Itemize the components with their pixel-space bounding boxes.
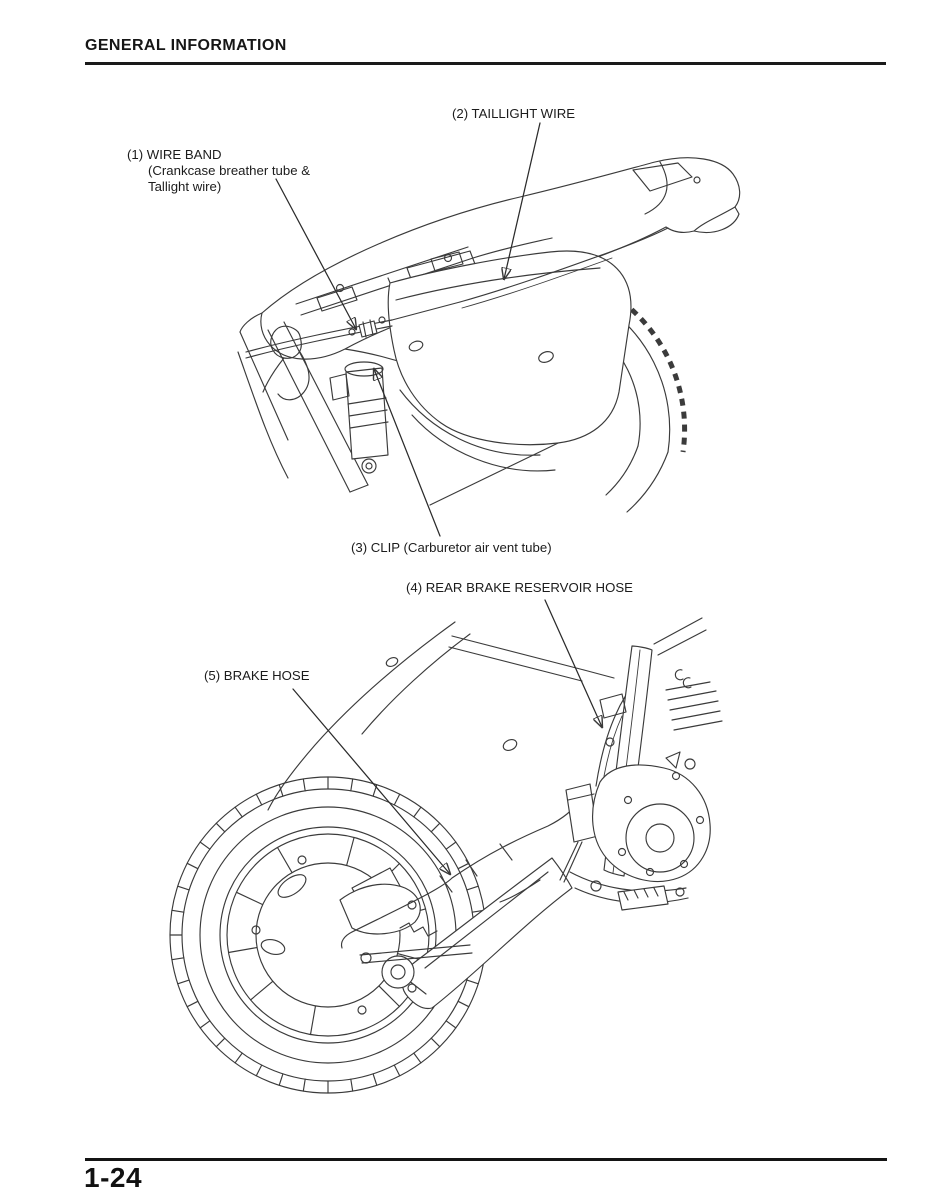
wire-band-area (245, 316, 393, 359)
callout-brake-hose: (5) BRAKE HOSE (204, 668, 310, 683)
leader-brake-hose (292, 688, 450, 874)
taillight-wire (391, 227, 669, 321)
tire-knob-ticks (169, 776, 487, 1094)
footer-rule (85, 1158, 887, 1161)
carburetor-breather-area (262, 325, 310, 401)
page-title: GENERAL INFORMATION (85, 37, 287, 54)
rear-wheel (169, 776, 487, 1094)
seat-tail-assembly (260, 157, 741, 360)
leader-reservoir-hose (544, 599, 602, 727)
header-rule (85, 62, 886, 65)
figure-bottom-rear-wheel-drawing (169, 599, 723, 1094)
page-number: 1-24 (84, 1162, 143, 1193)
swingarm (401, 857, 573, 1010)
shock-absorber (329, 361, 389, 474)
callout-wire-band-line1: (1) WIRE BAND (127, 147, 222, 162)
callout-taillight-wire: (2) TAILLIGHT WIRE (452, 106, 576, 121)
callout-wire-band-line2: (Crankcase breather tube & (148, 163, 310, 178)
callout-clip: (3) CLIP (Carburetor air vent tube) (351, 540, 552, 555)
callout-rear-brake-reservoir-hose: (4) REAR BRAKE RESERVOIR HOSE (406, 580, 633, 595)
leader-taillight-wire (504, 122, 541, 279)
figure-top-rear-body-drawing (237, 122, 741, 537)
callout-wire-band: (1) WIRE BAND (Crankcase breather tube &… (127, 147, 310, 195)
leader-wire-band (275, 178, 356, 329)
brake-hub-cluster (339, 867, 473, 989)
fender-panel-edges (267, 621, 518, 811)
callout-wire-band-line3: Tallight wire) (148, 179, 222, 194)
leader-clip (374, 369, 441, 537)
brake-hose (340, 799, 581, 949)
side-number-plate (387, 250, 632, 446)
engine (592, 669, 723, 882)
rear-wheel-partial (573, 284, 688, 513)
footpeg-bracket (499, 871, 689, 911)
